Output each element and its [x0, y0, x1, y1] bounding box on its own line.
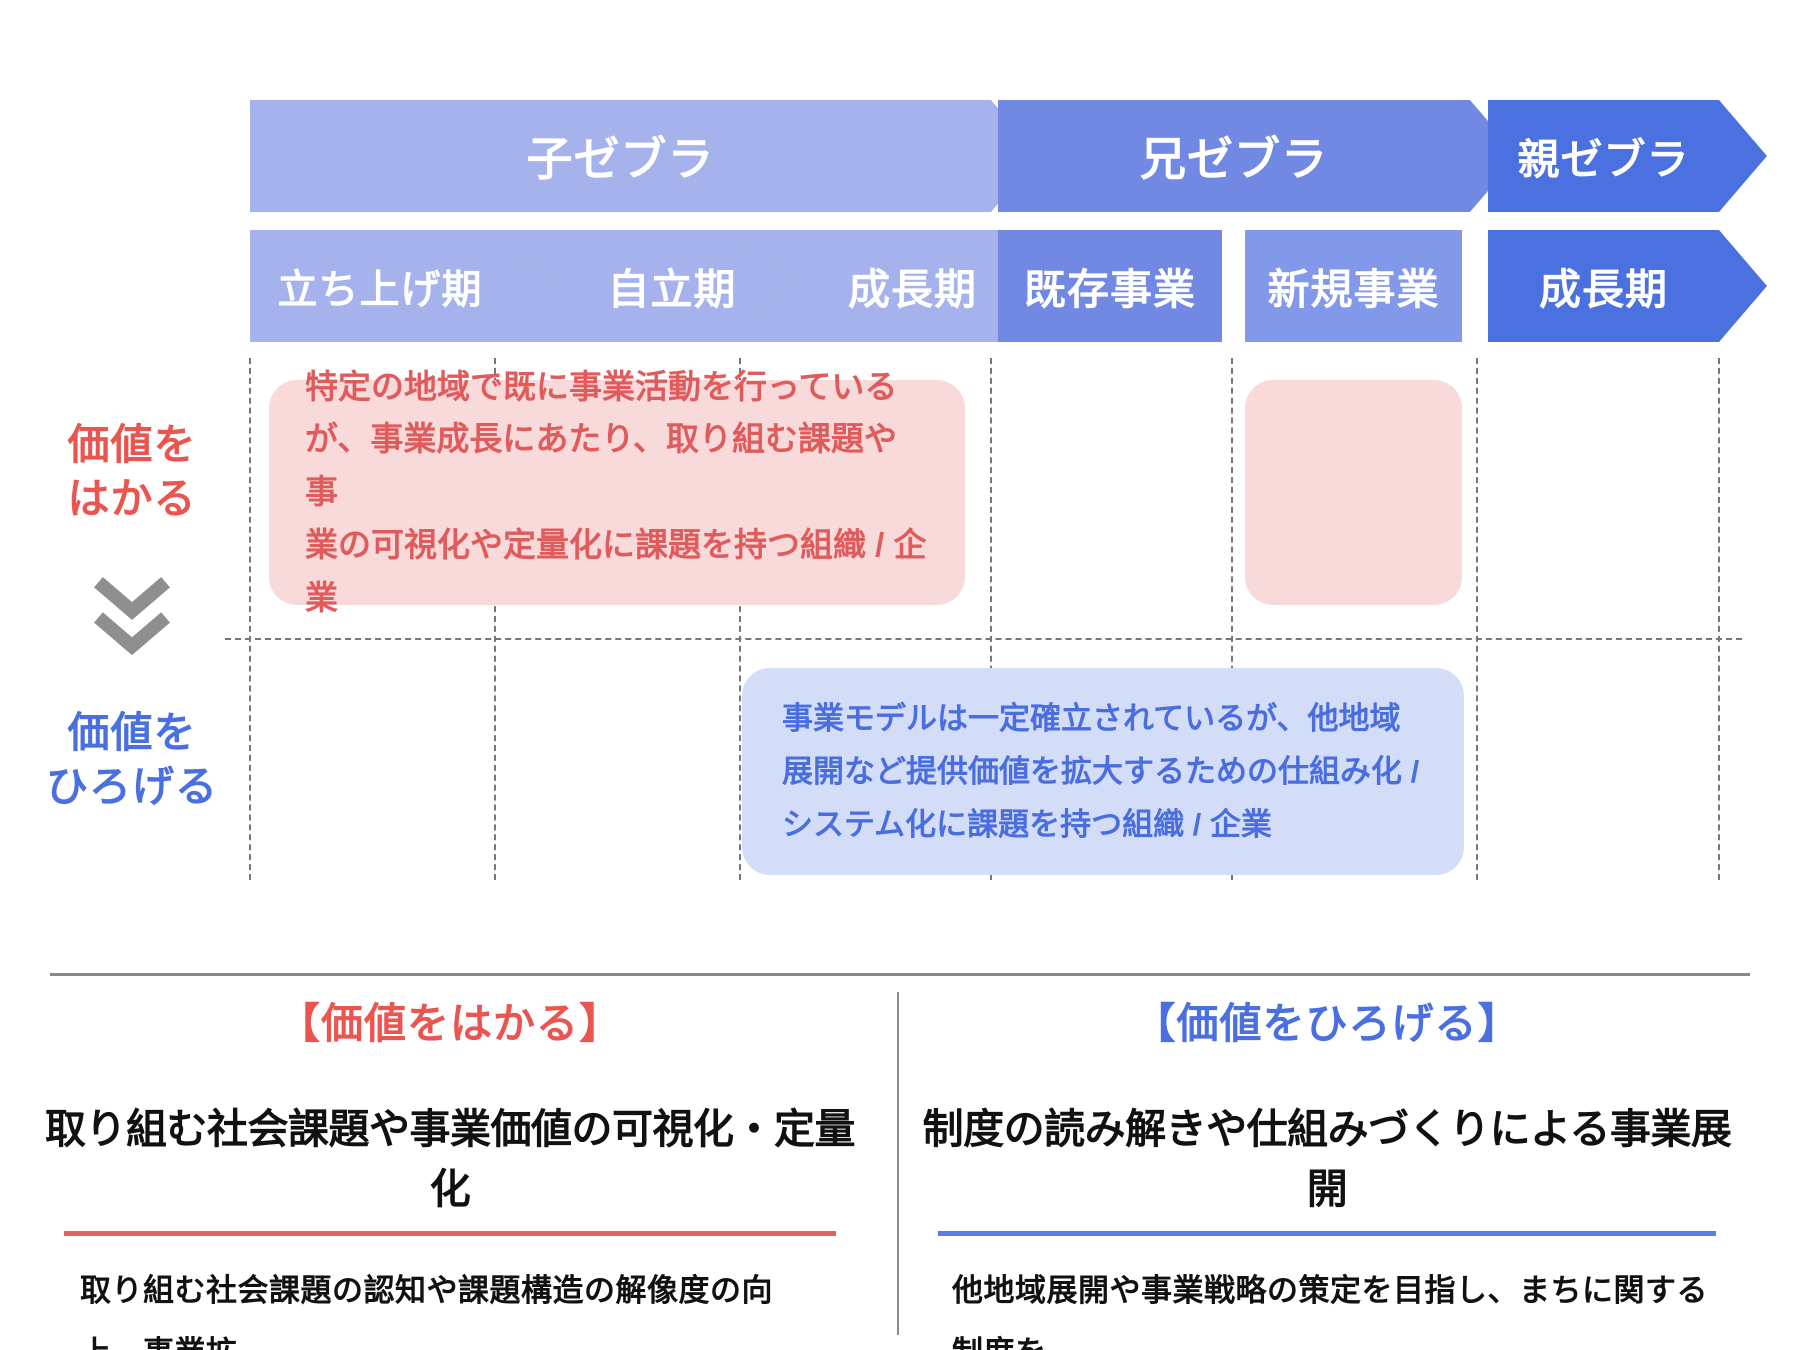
banner-brother-zebra: 兄ゼブラ: [998, 100, 1518, 212]
measure-note-box-new-business: [1245, 380, 1462, 605]
phase-existing-business: 既存事業: [998, 230, 1222, 342]
footer-expand-heading: 制度の読み解きや仕組みづくりによる事業展開: [922, 1106, 1732, 1212]
footer-expand-section: 【価値をひろげる】 制度の読み解きや仕組みづくりによる事業展開 他地域展開や事業…: [922, 990, 1732, 1350]
measure-note-box: 特定の地域で既に事業活動を行っている が、事業成長にあたり、取り組む課題や事 業…: [269, 368, 965, 616]
footer-measure-heading: 取り組む社会課題や事業価値の可視化・定量化: [45, 1106, 856, 1212]
grid-vline-2: [494, 358, 496, 880]
phase-startup: 立ち上げ期: [250, 230, 558, 342]
footer-measure-section: 【価値をはかる】 取り組む社会課題や事業価値の可視化・定量化 取り組む社会課題の…: [45, 990, 856, 1350]
banner-label: 兄ゼブラ: [1140, 133, 1328, 185]
phase-label: 自立期: [607, 265, 737, 313]
double-chevron-down-icon: [93, 577, 171, 656]
measure-value-label: 価値を はかる: [67, 421, 197, 522]
grid-vline-6: [1476, 358, 1478, 880]
grid-vline-3: [739, 358, 741, 880]
footer-expand-underline: [938, 1231, 1716, 1236]
grid-vline-1: [249, 358, 251, 880]
footer-separator-line: [50, 973, 1750, 976]
banner-child-zebra: 子ゼブラ: [250, 100, 1039, 212]
banner-label: 子ゼブラ: [526, 133, 715, 185]
expand-note-box: 事業モデルは一定確立されているが、他地域 展開など提供価値を拡大するための仕組み…: [742, 668, 1464, 875]
footer-measure-underline: [64, 1231, 836, 1236]
footer-measure-title: 【価値をはかる】: [277, 1000, 622, 1047]
phase-label: 成長期: [847, 265, 977, 313]
phase-new-business: 新規事業: [1245, 230, 1462, 342]
footer-measure-paragraph: 取り組む社会課題の認知や課題構造の解像度の向上、事業拡 大を目指し、地域で生じて…: [80, 1273, 773, 1350]
footer-column-divider: [897, 992, 899, 1335]
banner-label: 親ゼブラ: [1517, 135, 1690, 183]
footer-expand-paragraph: 他地域展開や事業戦略の策定を目指し、まちに関する制度を 読み解き、まちに必要な仕…: [952, 1273, 1708, 1350]
expand-value-label: 価値を ひろげる: [45, 709, 218, 810]
phase-label: 新規事業: [1267, 265, 1440, 313]
grid-vline-7: [1718, 358, 1720, 880]
phase-label: 既存事業: [1023, 265, 1196, 313]
banner-parent-zebra: 親ゼブラ: [1488, 100, 1767, 212]
grid-vline-5: [1231, 358, 1233, 880]
phase-label: 立ち上げ期: [277, 268, 483, 312]
footer-expand-title: 【価値をひろげる】: [1133, 1000, 1521, 1047]
phase-label: 成長期: [1538, 265, 1668, 313]
phase-growth-right: 成長期: [1488, 230, 1767, 342]
grid-vline-4: [990, 358, 992, 880]
grid-hline-middle: [225, 638, 1742, 640]
